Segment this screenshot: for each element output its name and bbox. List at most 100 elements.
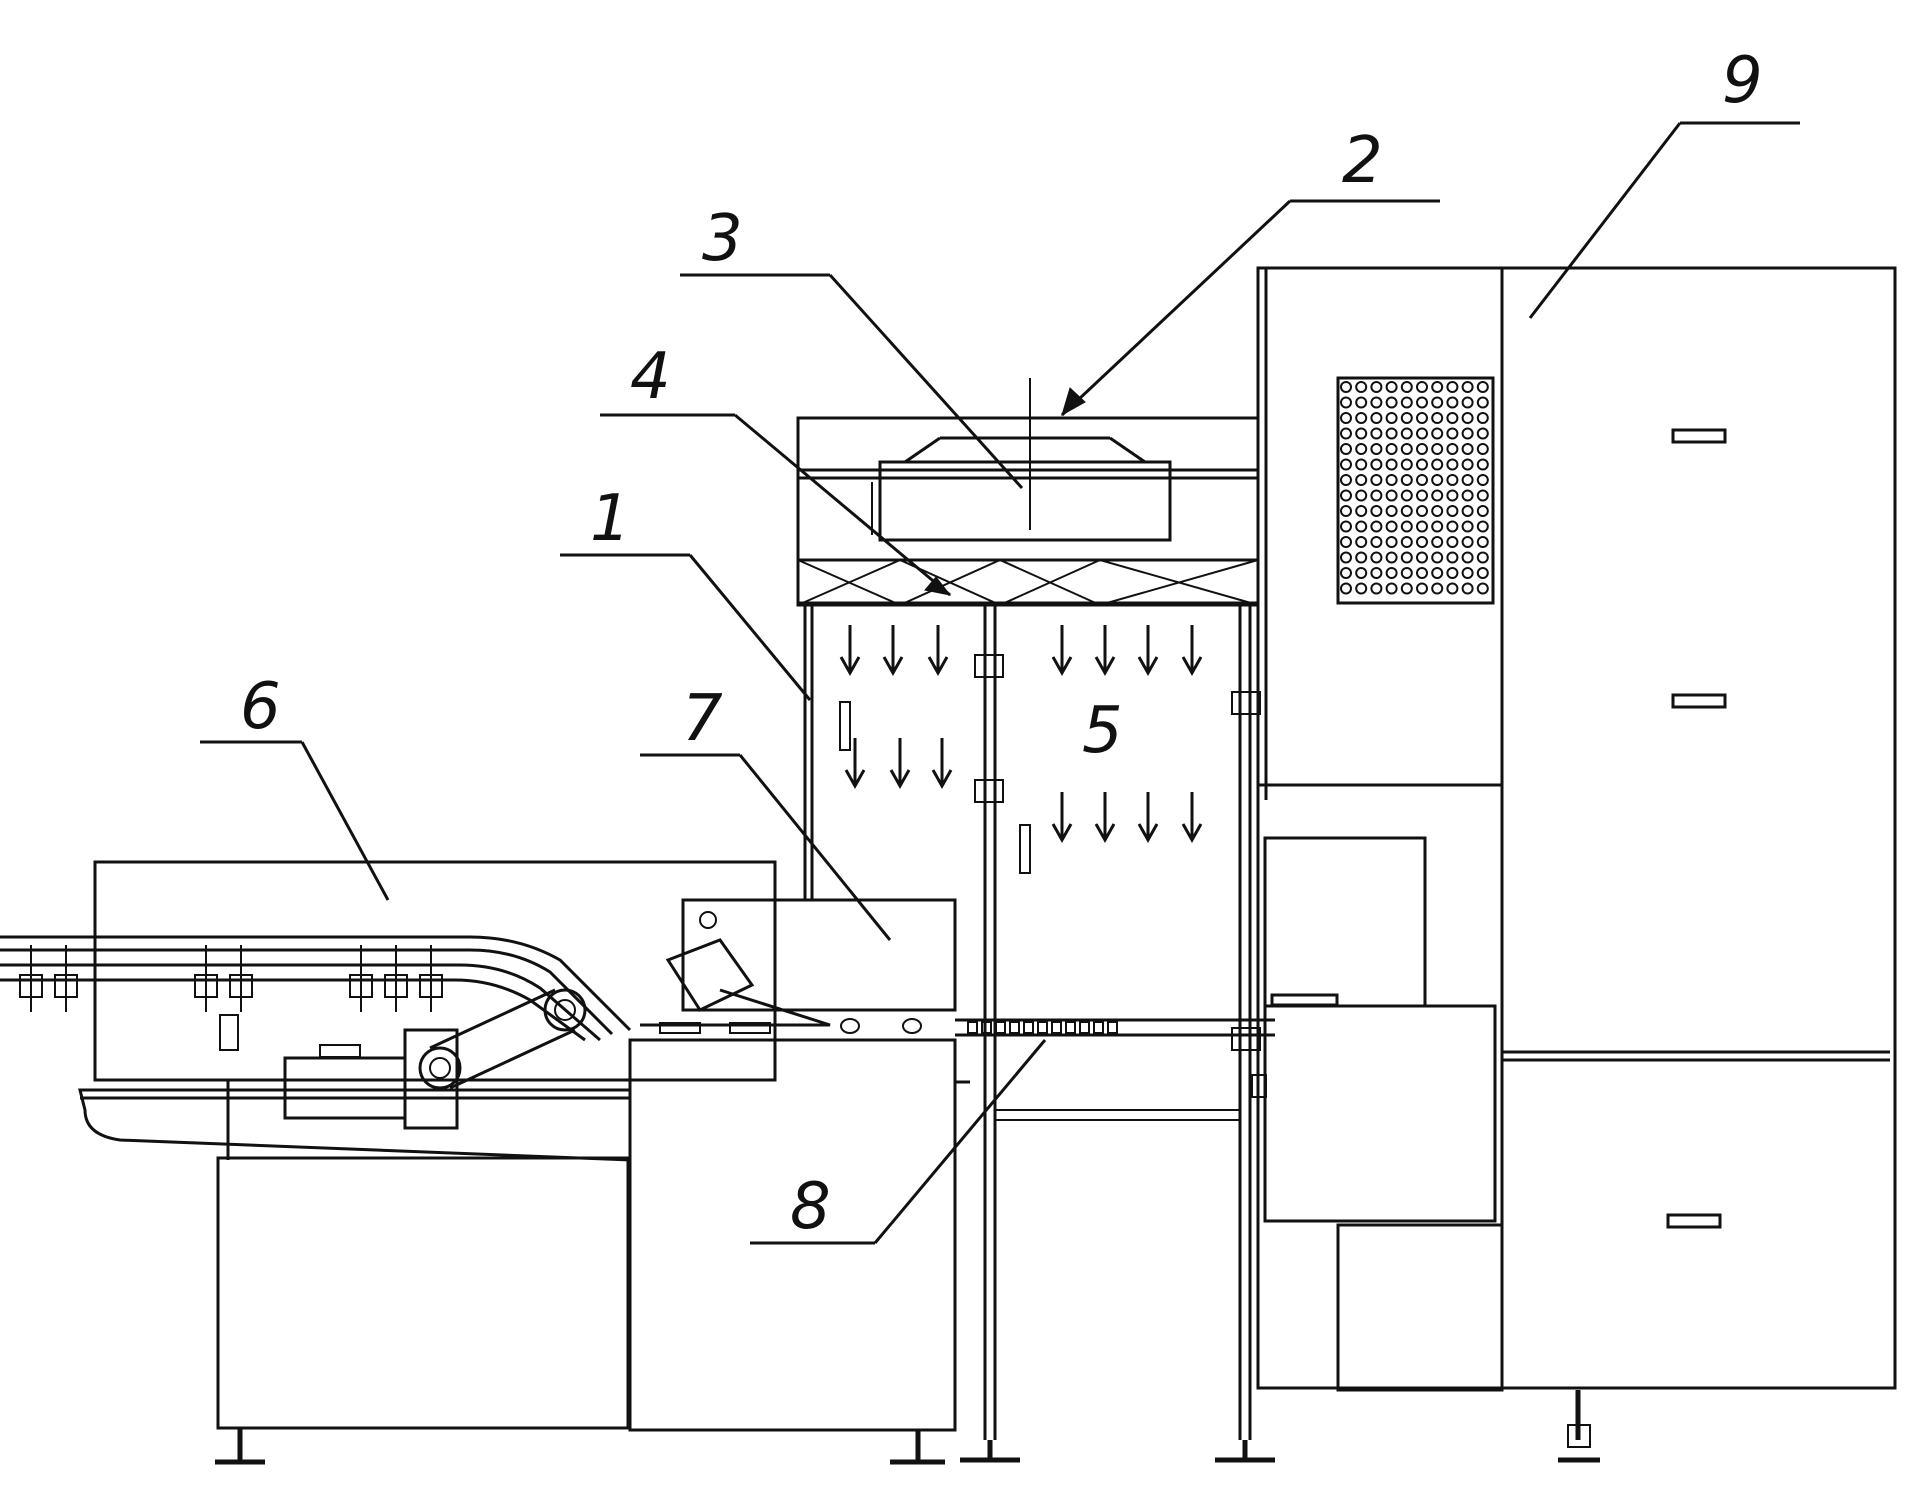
vent-hole <box>1402 506 1412 516</box>
vent-hole <box>1402 537 1412 547</box>
vent-hole <box>1447 537 1457 547</box>
vent-hole <box>1341 460 1351 470</box>
vent-hole <box>1417 506 1427 516</box>
conveyor-roller <box>968 1022 977 1033</box>
vent-hole <box>1478 522 1488 532</box>
vent-hole <box>1387 382 1397 392</box>
vent-hole <box>1432 475 1442 485</box>
vent-hole <box>1417 537 1427 547</box>
vent-hole <box>1463 475 1473 485</box>
vent-hole <box>1371 398 1381 408</box>
vent-hole <box>1447 413 1457 423</box>
vent-hole <box>1371 584 1381 594</box>
vent-hole <box>1356 491 1366 501</box>
vent-hole <box>1356 382 1366 392</box>
label-9: 9 <box>1722 44 1763 118</box>
vent-hole <box>1387 413 1397 423</box>
vent-hole <box>1341 398 1351 408</box>
vent-hole <box>1417 475 1427 485</box>
vent-hole <box>1478 506 1488 516</box>
vent-hole <box>1463 398 1473 408</box>
vent-hole <box>1387 553 1397 563</box>
vent-hole <box>1402 460 1412 470</box>
vent-hole <box>1356 398 1366 408</box>
vent-hole <box>1402 491 1412 501</box>
vent-hole <box>1356 522 1366 532</box>
vent-hole <box>1432 413 1442 423</box>
conveyor-roller <box>1024 1022 1033 1033</box>
vent-hole <box>1463 429 1473 439</box>
vent-hole <box>1371 475 1381 485</box>
vent-hole <box>1356 584 1366 594</box>
vent-hole <box>1417 491 1427 501</box>
vent-hole <box>1432 460 1442 470</box>
vent-hole <box>1432 522 1442 532</box>
vent-hole <box>1417 553 1427 563</box>
vent-hole <box>1447 506 1457 516</box>
vent-hole <box>1356 537 1366 547</box>
vent-hole <box>1387 460 1397 470</box>
vent-hole <box>1432 429 1442 439</box>
vent-hole <box>1463 382 1473 392</box>
vent-hole <box>1387 584 1397 594</box>
vent-hole <box>1478 382 1488 392</box>
vent-hole <box>1432 537 1442 547</box>
vent-hole <box>1417 568 1427 578</box>
vent-hole <box>1402 382 1412 392</box>
vent-dots <box>1341 382 1488 594</box>
vent-hole <box>1447 568 1457 578</box>
cabinet-9 <box>1258 268 1895 1460</box>
vent-hole <box>1371 444 1381 454</box>
vent-hole <box>1402 568 1412 578</box>
vent-hole <box>1402 475 1412 485</box>
conveyor-roller <box>1038 1022 1047 1033</box>
vent-hole <box>1463 522 1473 532</box>
vent-hole <box>1417 413 1427 423</box>
vent-hole <box>1371 522 1381 532</box>
vent-hole <box>1356 506 1366 516</box>
vent-hole <box>1371 568 1381 578</box>
vent-hole <box>1432 568 1442 578</box>
label-4: 4 <box>630 340 671 414</box>
vent-hole <box>1341 429 1351 439</box>
vent-hole <box>1447 522 1457 532</box>
vent-hole <box>1387 475 1397 485</box>
drawer-handle-2 <box>1673 695 1725 707</box>
conveyor-8 <box>955 1020 1275 1035</box>
vent-hole <box>1447 460 1457 470</box>
conveyor-roller <box>1010 1022 1019 1033</box>
vent-hole <box>1417 584 1427 594</box>
vent-hole <box>1356 413 1366 423</box>
vent-hole <box>1447 475 1457 485</box>
vent-hole <box>1371 537 1381 547</box>
vent-hole <box>1478 491 1488 501</box>
label-2: 2 <box>1342 124 1383 198</box>
conveyor-roller <box>996 1022 1005 1033</box>
vent-hole <box>1463 491 1473 501</box>
vent-hole <box>1478 460 1488 470</box>
vent-hole <box>1402 553 1412 563</box>
label-7: 7 <box>682 682 723 756</box>
vent-hole <box>1447 382 1457 392</box>
vent-hole <box>1478 568 1488 578</box>
vent-hole <box>1432 382 1442 392</box>
vent-hole <box>1447 553 1457 563</box>
vent-hole <box>1478 413 1488 423</box>
vent-hole <box>1447 491 1457 501</box>
vent-hole <box>1371 429 1381 439</box>
vent-hole <box>1417 460 1427 470</box>
vent-hole <box>1341 491 1351 501</box>
vent-hole <box>1432 398 1442 408</box>
hood-2 <box>798 378 1258 605</box>
vent-hole <box>1463 444 1473 454</box>
vent-hole <box>1432 444 1442 454</box>
vent-hole <box>1402 444 1412 454</box>
vent-hole <box>1387 568 1397 578</box>
vent-hole <box>1341 444 1351 454</box>
vent-hole <box>1356 429 1366 439</box>
vent-hole <box>1432 553 1442 563</box>
vent-hole <box>1432 506 1442 516</box>
vent-hole <box>1417 382 1427 392</box>
label-1: 1 <box>590 482 631 556</box>
